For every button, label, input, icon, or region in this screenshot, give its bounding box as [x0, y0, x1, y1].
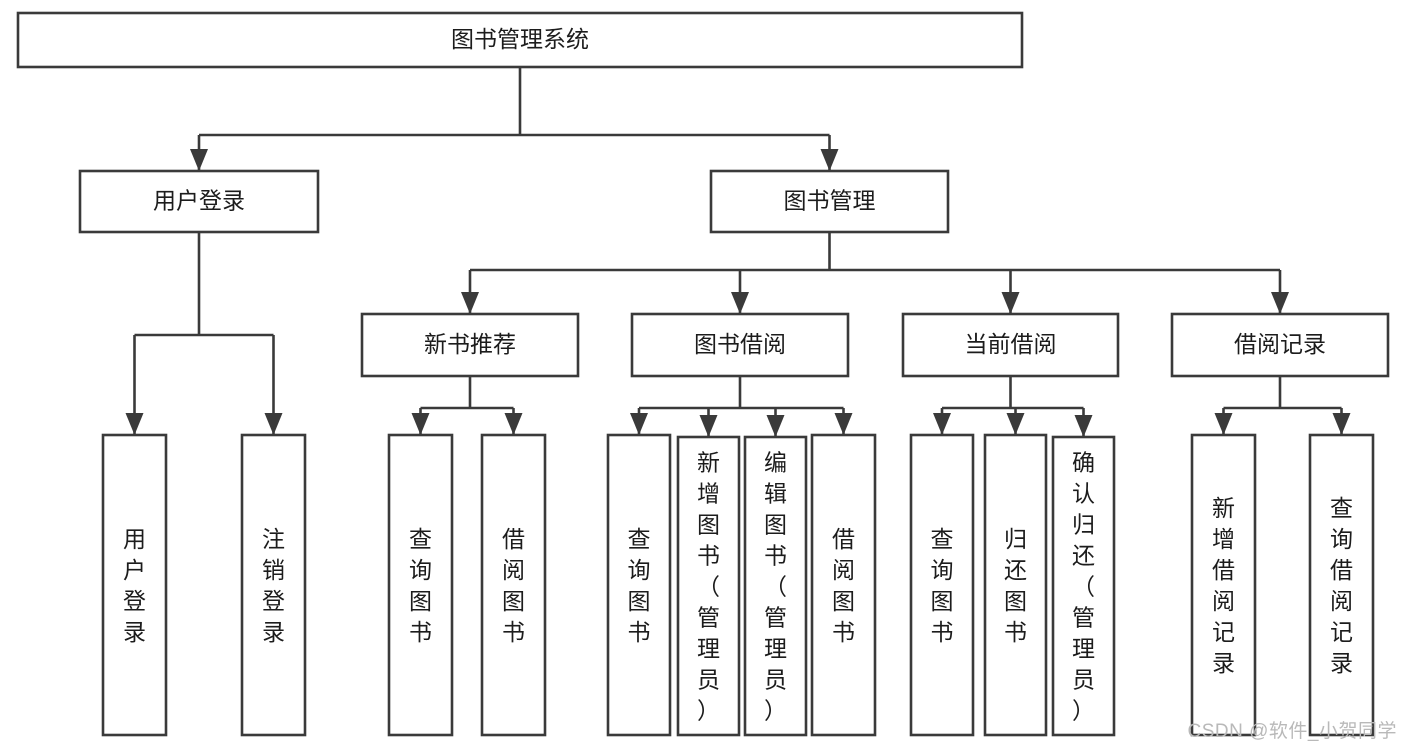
bookmanage-to-level3-arrow-icon — [1271, 292, 1289, 314]
node-leaf-user-login-label: 用户登录 — [123, 526, 146, 645]
borrow-record-to-leaves-arrow-icon — [1214, 413, 1233, 435]
node-leaf-return-book-label: 归还图书 — [1004, 526, 1027, 645]
userlogin-to-leaves-arrow-icon — [264, 413, 283, 435]
node-leaf-borrow-book-2[interactable]: 借阅图书 — [810, 433, 877, 737]
userlogin-to-leaves-arrow-icon — [125, 413, 144, 435]
node-leaf-edit-book[interactable]: 编辑图书（管理员） — [743, 435, 808, 737]
node-leaf-edit-book-label: 编辑图书（管理员） — [764, 450, 787, 724]
book-borrow-to-leaves-arrow-icon — [766, 415, 785, 437]
node-leaf-user-login[interactable]: 用户登录 — [101, 433, 168, 737]
node-borrow-record-box — [1170, 312, 1390, 378]
node-leaf-query-book-1[interactable]: 查询图书 — [387, 433, 454, 737]
node-user-login[interactable]: 用户登录 — [78, 169, 320, 234]
node-new-book-rec-label: 新书推荐 — [424, 331, 516, 357]
node-leaf-borrow-book-2-box — [810, 433, 877, 737]
node-leaf-query-book-1-box — [387, 433, 454, 737]
node-current-borrow-box — [901, 312, 1120, 378]
book-borrow-to-leaves-arrow-icon — [834, 413, 853, 435]
node-leaf-user-logout-label: 注销登录 — [262, 526, 285, 645]
node-leaf-query-book-3[interactable]: 查询图书 — [909, 433, 975, 737]
node-leaf-user-login-box — [101, 433, 168, 737]
node-user-login-label: 用户登录 — [153, 188, 245, 214]
node-leaf-add-book-label: 新增图书（管理员） — [697, 450, 720, 724]
book-borrow-to-leaves-arrow-icon — [630, 413, 648, 435]
node-user-login-box — [78, 169, 320, 234]
node-leaf-query-book-3-label: 查询图书 — [931, 526, 954, 645]
bookmanage-to-level3-arrow-icon — [461, 292, 479, 314]
node-book-manage-box — [709, 169, 950, 234]
book-borrow-to-leaves-arrow-icon — [699, 415, 718, 437]
node-leaf-borrow-book-1-label: 借阅图书 — [502, 526, 525, 645]
node-leaf-query-book-1-label: 查询图书 — [409, 526, 432, 645]
node-leaf-add-book-box — [676, 435, 741, 737]
node-book-borrow[interactable]: 图书借阅 — [630, 312, 850, 378]
node-leaf-add-record[interactable]: 新增借阅记录 — [1190, 433, 1257, 737]
node-leaf-user-logout[interactable]: 注销登录 — [240, 433, 307, 737]
node-current-borrow[interactable]: 当前借阅 — [901, 312, 1120, 378]
node-root-root-box — [16, 11, 1024, 69]
node-leaf-query-book-2-box — [606, 433, 672, 737]
node-leaf-add-record-box — [1190, 433, 1257, 737]
node-leaf-return-book[interactable]: 归还图书 — [983, 433, 1048, 737]
current-borrow-to-leaves-arrow-icon — [1074, 415, 1093, 437]
node-leaf-add-book[interactable]: 新增图书（管理员） — [676, 435, 741, 737]
node-book-manage[interactable]: 图书管理 — [709, 169, 950, 234]
node-layer: 图书管理系统用户登录图书管理新书推荐图书借阅当前借阅借阅记录用户登录注销登录查询… — [16, 11, 1390, 737]
node-leaf-add-record-label: 新增借阅记录 — [1212, 495, 1235, 676]
node-root-root[interactable]: 图书管理系统 — [16, 11, 1024, 69]
node-leaf-edit-book-box — [743, 435, 808, 737]
node-book-manage-label: 图书管理 — [784, 188, 876, 214]
new-book-rec-to-leaves-arrow-icon — [411, 413, 430, 435]
node-leaf-query-record-label: 查询借阅记录 — [1330, 495, 1353, 676]
node-new-book-rec-box — [360, 312, 580, 378]
current-borrow-to-leaves-arrow-icon — [1006, 413, 1025, 435]
node-leaf-query-book-2[interactable]: 查询图书 — [606, 433, 672, 737]
node-leaf-query-record[interactable]: 查询借阅记录 — [1308, 433, 1375, 737]
node-leaf-borrow-book-2-label: 借阅图书 — [832, 526, 855, 645]
node-new-book-rec[interactable]: 新书推荐 — [360, 312, 580, 378]
bookmanage-to-level3-arrow-icon — [1001, 292, 1020, 314]
node-leaf-query-book-2-label: 查询图书 — [628, 526, 651, 645]
connector-layer — [125, 67, 1351, 437]
node-leaf-query-record-box — [1308, 433, 1375, 737]
root-to-level2-arrow-icon — [190, 149, 208, 171]
node-leaf-confirm-return-box — [1051, 435, 1116, 737]
node-leaf-confirm-return[interactable]: 确认归还（管理员） — [1051, 435, 1116, 737]
node-book-borrow-label: 图书借阅 — [694, 331, 786, 357]
borrow-record-to-leaves-arrow-icon — [1332, 413, 1351, 435]
node-leaf-borrow-book-1-box — [480, 433, 547, 737]
node-leaf-confirm-return-label: 确认归还（管理员） — [1072, 450, 1095, 724]
current-borrow-to-leaves-arrow-icon — [933, 413, 951, 435]
node-leaf-query-book-3-box — [909, 433, 975, 737]
node-leaf-return-book-box — [983, 433, 1048, 737]
new-book-rec-to-leaves-arrow-icon — [504, 413, 523, 435]
node-current-borrow-label: 当前借阅 — [965, 331, 1057, 357]
watermark-label: CSDN @软件_小贺同学 — [1187, 721, 1397, 742]
node-borrow-record-label: 借阅记录 — [1234, 331, 1326, 357]
root-to-level2-arrow-icon — [820, 149, 839, 171]
node-leaf-user-logout-box — [240, 433, 307, 737]
node-borrow-record[interactable]: 借阅记录 — [1170, 312, 1390, 378]
node-book-borrow-box — [630, 312, 850, 378]
bookmanage-to-level3-arrow-icon — [731, 292, 749, 314]
node-leaf-borrow-book-1[interactable]: 借阅图书 — [480, 433, 547, 737]
node-root-root-label: 图书管理系统 — [451, 26, 589, 52]
